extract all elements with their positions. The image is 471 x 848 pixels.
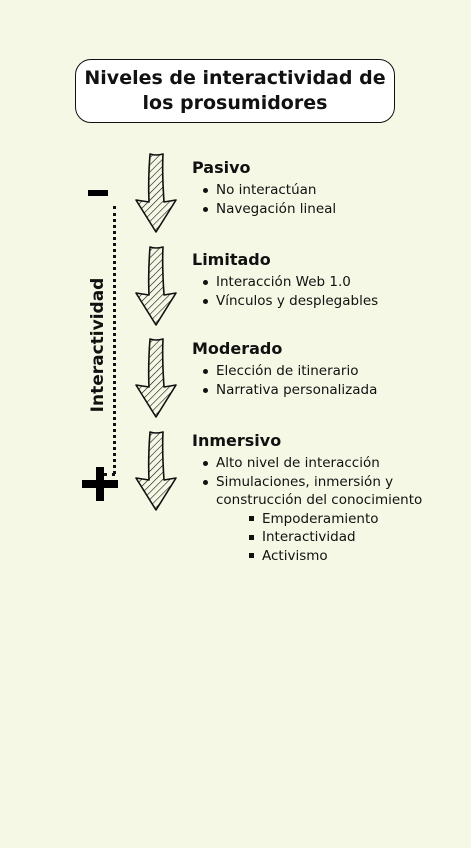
down-arrow-icon bbox=[135, 431, 177, 511]
list-item: Vínculos y desplegables bbox=[202, 292, 379, 309]
sub-list-item: Activismo bbox=[249, 547, 431, 566]
level-limitado: Limitado Interacción Web 1.0 Vínculos y … bbox=[192, 249, 378, 310]
level-pasivo: Pasivo No interactúan Navegación lineal bbox=[192, 157, 336, 218]
level-title: Inmersivo bbox=[192, 431, 282, 450]
axis-label-text: Interactividad bbox=[88, 277, 108, 413]
list-item: Elección de itinerario bbox=[202, 362, 377, 381]
down-arrow-icon bbox=[135, 246, 177, 326]
level-inmersivo: Inmersivo Alto nivel de interacción Simu… bbox=[192, 430, 431, 565]
list-item: Navegación lineal bbox=[202, 200, 337, 217]
plus-icon-vertical bbox=[96, 467, 104, 501]
list-item: Narrativa personalizada bbox=[202, 381, 378, 398]
level-title: Limitado bbox=[192, 250, 271, 269]
list-item: Simulaciones, inmersión y construcción d… bbox=[203, 473, 431, 510]
axis-dotted-connector bbox=[104, 473, 115, 476]
sub-list-item: Interactividad bbox=[249, 528, 431, 547]
list-item: Alto nivel de interacción bbox=[203, 454, 431, 473]
level-moderado: Moderado Elección de itinerario Narrativ… bbox=[192, 338, 377, 399]
list-item: Interacción Web 1.0 bbox=[202, 273, 378, 292]
title-box: Niveles de interactividad de los prosumi… bbox=[75, 59, 395, 123]
axis-dotted-line bbox=[113, 206, 116, 474]
list-item: No interactúan bbox=[202, 181, 336, 200]
sub-list-item: Empoderamiento bbox=[249, 510, 431, 529]
level-title: Pasivo bbox=[192, 158, 251, 177]
diagram-title: Niveles de interactividad de los prosumi… bbox=[84, 67, 386, 114]
minus-icon bbox=[88, 190, 108, 196]
down-arrow-icon bbox=[135, 338, 177, 418]
level-title: Moderado bbox=[192, 339, 283, 358]
down-arrow-icon bbox=[135, 153, 177, 233]
